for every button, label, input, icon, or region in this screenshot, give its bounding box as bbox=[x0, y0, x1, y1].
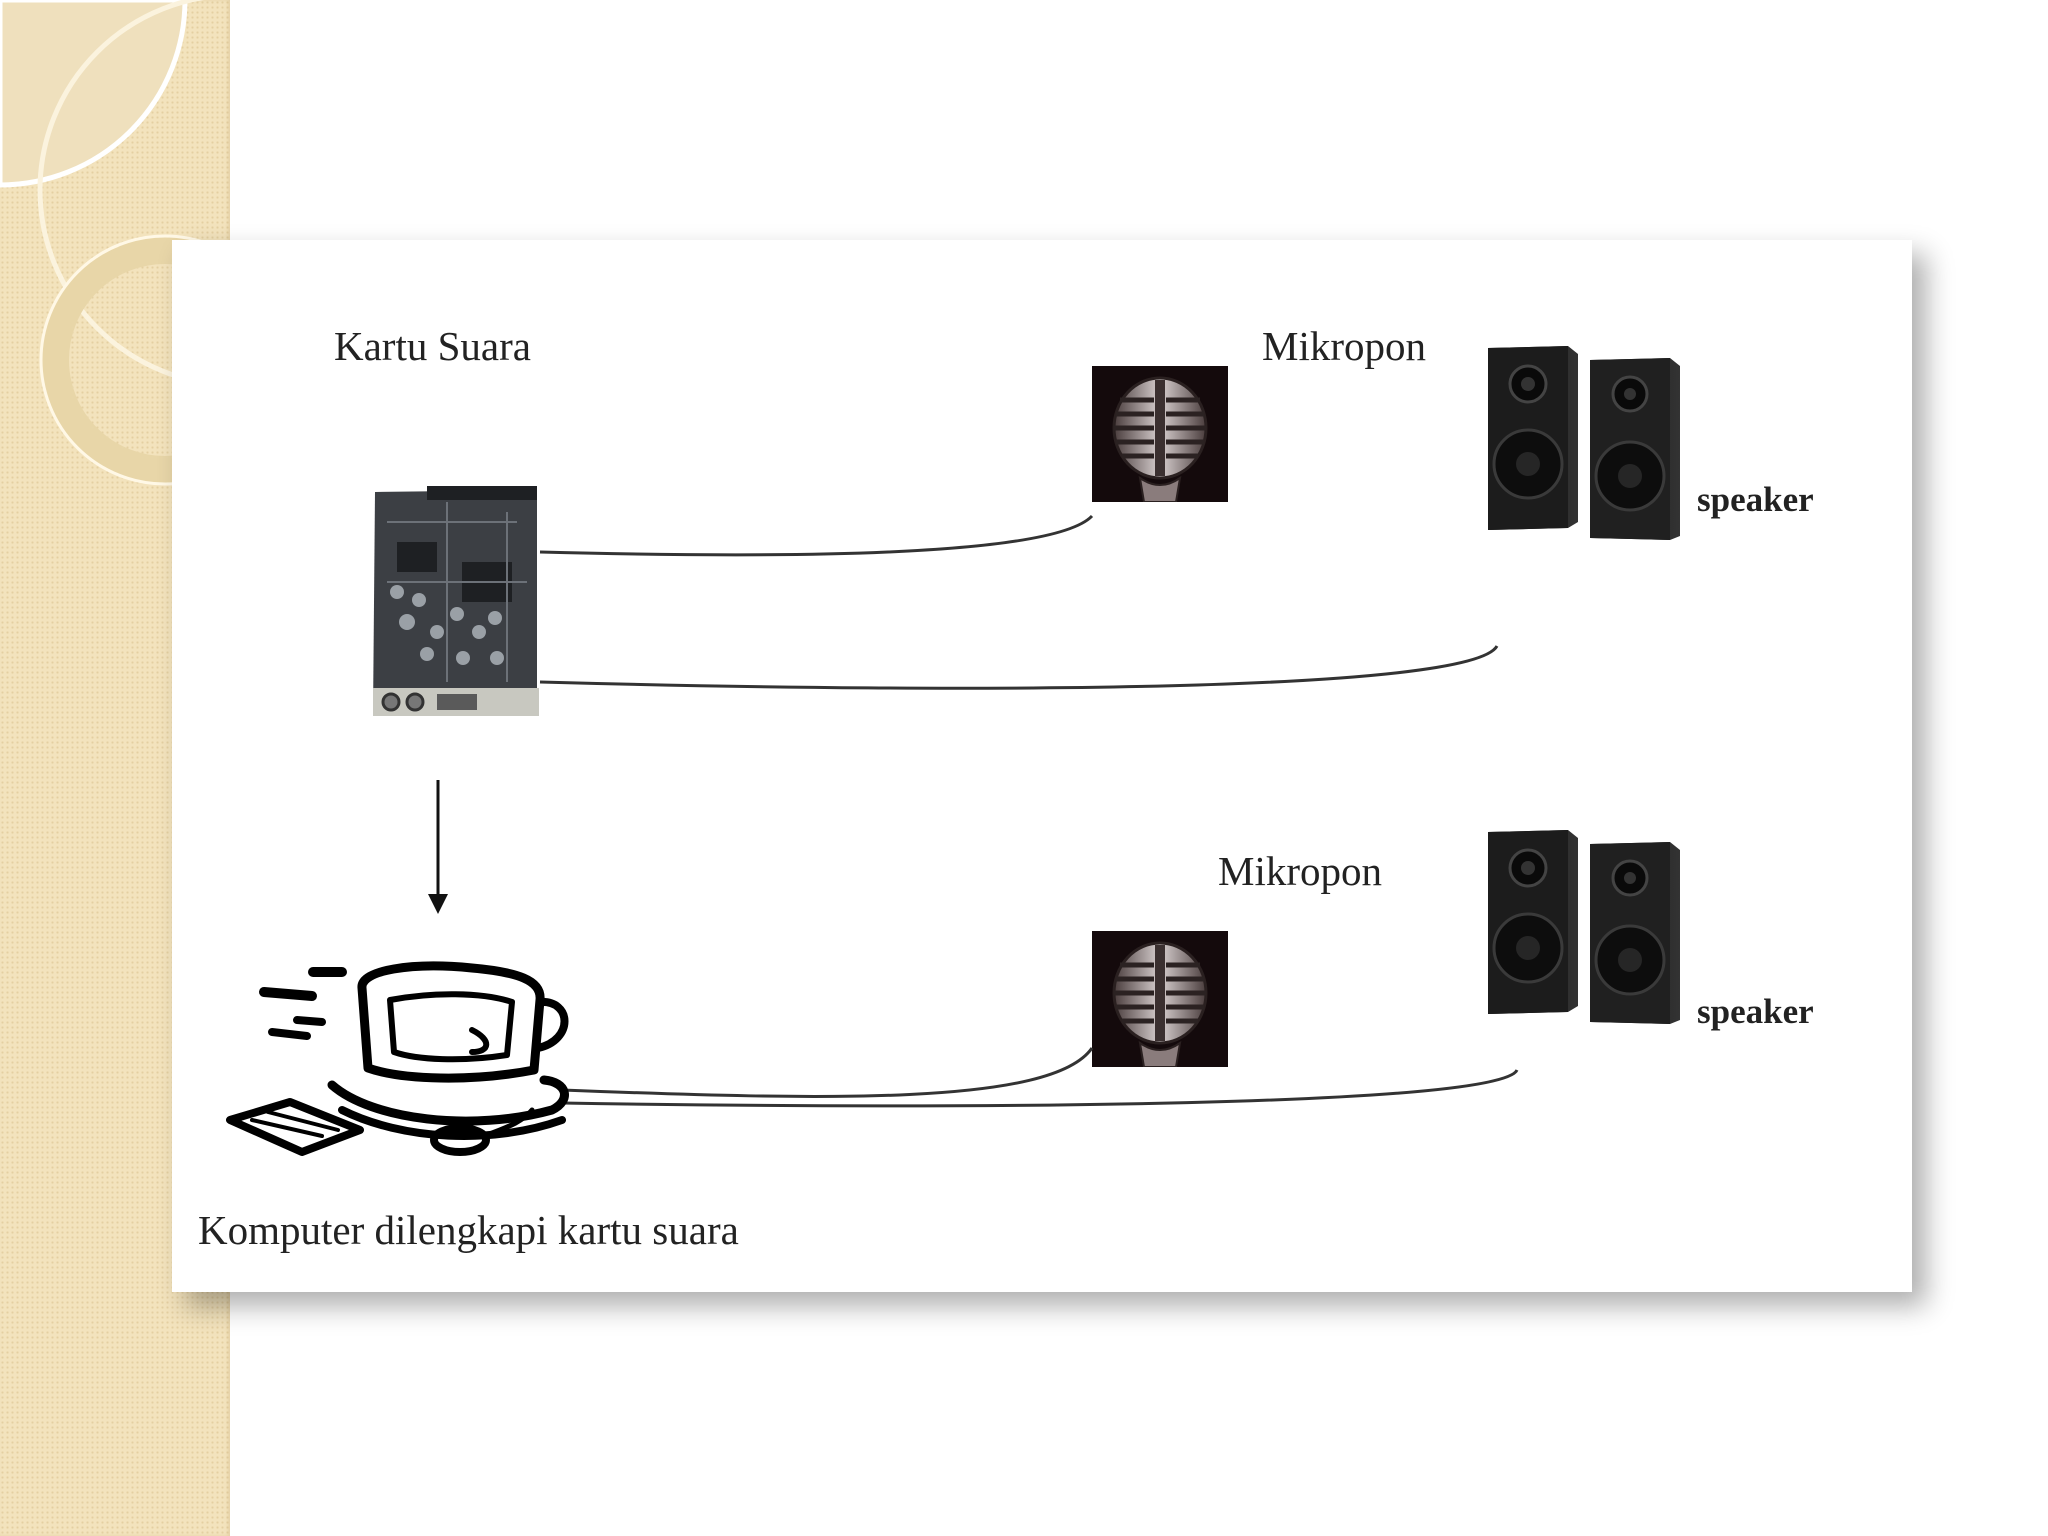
microphone-icon-top bbox=[1092, 366, 1228, 502]
diagram-panel: Kartu Suara Mikropon speaker Mikropon sp… bbox=[172, 240, 1912, 1292]
sound-card-icon bbox=[373, 486, 539, 716]
label-computer: Komputer dilengkapi kartu suara bbox=[198, 1207, 739, 1253]
label-sound-card: Kartu Suara bbox=[334, 323, 531, 369]
decor-circles bbox=[0, 0, 260, 486]
down-arrow-icon bbox=[428, 780, 448, 914]
cable-card-to-speaker bbox=[539, 645, 1499, 690]
cables bbox=[539, 514, 1519, 1108]
label-speaker-top: speaker bbox=[1697, 480, 1814, 519]
label-speaker-bottom: speaker bbox=[1697, 992, 1814, 1031]
cable-computer-to-speaker bbox=[561, 1069, 1519, 1108]
speaker-pair-icon-top bbox=[1486, 344, 1682, 542]
cable-card-to-mic bbox=[539, 514, 1094, 557]
label-mic-bottom: Mikropon bbox=[1218, 848, 1382, 894]
computer-clipart-icon bbox=[226, 961, 569, 1156]
label-mic-top: Mikropon bbox=[1262, 323, 1426, 369]
speaker-pair-icon-bottom bbox=[1486, 828, 1682, 1026]
diagram-canvas bbox=[226, 344, 1682, 1156]
microphone-icon-bottom bbox=[1092, 931, 1228, 1067]
cable-computer-to-mic bbox=[561, 1047, 1094, 1098]
